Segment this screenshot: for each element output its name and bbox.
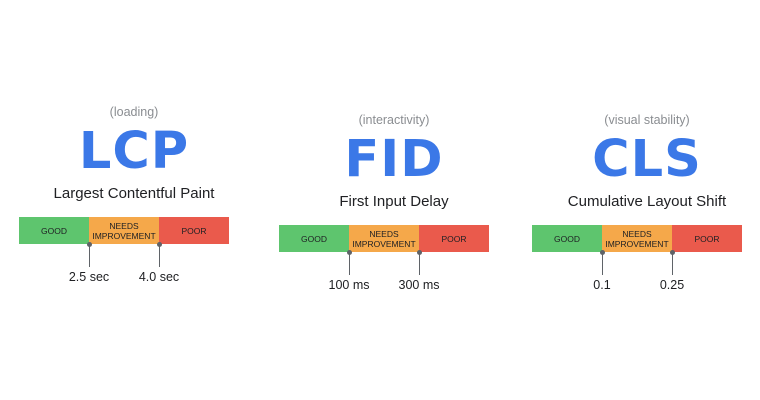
segment-poor: POOR (419, 225, 489, 252)
metric-abbreviation: FID (344, 130, 444, 189)
threshold-bar: GOOD NEEDS IMPROVEMENT POOR (279, 225, 489, 252)
metric-name: First Input Delay (339, 193, 449, 210)
threshold-label: 300 ms (398, 278, 440, 292)
segment-poor: POOR (672, 225, 742, 252)
metric-abbreviation: LCP (78, 122, 190, 181)
threshold-marker (600, 250, 605, 275)
threshold-ticks: 0.1 0.25 (532, 250, 742, 292)
segment-poor: POOR (159, 217, 229, 244)
metric-category: (loading) (109, 105, 159, 119)
metric-fid: (interactivity) FID First Input Delay GO… (279, 112, 509, 292)
threshold-label: 0.25 (659, 278, 685, 292)
threshold-marker (670, 250, 675, 275)
segment-needs-improvement: NEEDS IMPROVEMENT (349, 225, 419, 252)
threshold-label: 4.0 sec (138, 270, 180, 284)
segment-needs-improvement: NEEDS IMPROVEMENT (602, 225, 672, 252)
metric-lcp: (loading) LCP Largest Contentful Paint G… (19, 104, 249, 284)
threshold-marker (347, 250, 352, 275)
metric-category: (visual stability) (604, 113, 690, 127)
metric-name: Largest Contentful Paint (53, 185, 215, 202)
threshold-marker (87, 242, 92, 267)
segment-good: GOOD (279, 225, 349, 252)
metric-category: (interactivity) (358, 113, 430, 127)
threshold-label: 100 ms (328, 278, 370, 292)
threshold-label: 0.1 (593, 278, 611, 292)
segment-good: GOOD (19, 217, 89, 244)
threshold-marker (157, 242, 162, 267)
metric-cls: (visual stability) CLS Cumulative Layout… (532, 112, 760, 292)
segment-needs-improvement: NEEDS IMPROVEMENT (89, 217, 159, 244)
threshold-bar: GOOD NEEDS IMPROVEMENT POOR (532, 225, 742, 252)
threshold-label: 2.5 sec (68, 270, 110, 284)
metric-abbreviation: CLS (592, 130, 702, 189)
threshold-ticks: 2.5 sec 4.0 sec (19, 242, 229, 284)
threshold-marker (417, 250, 422, 275)
metric-name: Cumulative Layout Shift (567, 193, 727, 210)
segment-good: GOOD (532, 225, 602, 252)
threshold-bar: GOOD NEEDS IMPROVEMENT POOR (19, 217, 229, 244)
threshold-ticks: 100 ms 300 ms (279, 250, 489, 292)
